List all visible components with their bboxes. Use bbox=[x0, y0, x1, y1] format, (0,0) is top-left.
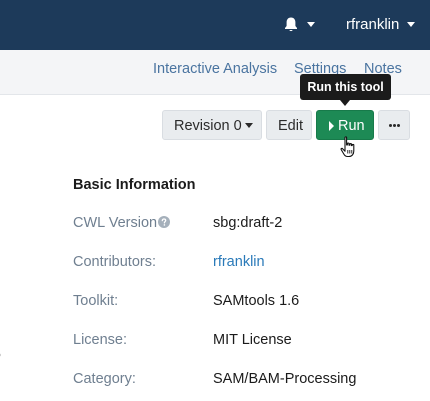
nav-link-settings[interactable]: Settings bbox=[294, 61, 347, 77]
notifications-caret-down-icon[interactable] bbox=[307, 22, 315, 27]
toolkit-value: SAMtools 1.6 bbox=[213, 293, 300, 309]
clipped-content-fragment bbox=[0, 353, 1, 357]
nav-link-interactive-analysis[interactable]: Interactive Analysis bbox=[153, 61, 278, 77]
hand-pointer-cursor-icon bbox=[340, 136, 355, 158]
edit-label: Edit bbox=[278, 118, 303, 134]
revision-caret-down-icon bbox=[245, 123, 253, 128]
edit-button[interactable]: Edit bbox=[266, 110, 312, 140]
revision-label: Revision 0 bbox=[174, 118, 242, 134]
help-icon[interactable] bbox=[158, 216, 170, 228]
more-options-button[interactable] bbox=[378, 110, 410, 140]
run-button[interactable]: Run bbox=[316, 110, 374, 140]
nav-link-notes[interactable]: Notes bbox=[364, 61, 402, 77]
contributor-link[interactable]: rfranklin bbox=[213, 254, 265, 270]
sub-navbar bbox=[0, 50, 430, 95]
cwl-version-label: CWL Version bbox=[73, 215, 158, 231]
ellipsis-dot bbox=[389, 124, 392, 127]
category-label: Category: bbox=[73, 371, 136, 387]
bell-icon[interactable] bbox=[284, 17, 298, 32]
license-value: MIT License bbox=[213, 332, 292, 348]
ellipsis-dot bbox=[397, 124, 400, 127]
top-navbar: rfranklin bbox=[0, 0, 430, 50]
contributors-label: Contributors: bbox=[73, 254, 157, 270]
ellipsis-dot bbox=[393, 124, 396, 127]
toolkit-label: Toolkit: bbox=[73, 293, 119, 309]
basic-information-heading: Basic Information bbox=[73, 177, 196, 193]
category-value: SAM/BAM-Processing bbox=[213, 371, 357, 387]
user-menu-caret-down-icon[interactable] bbox=[407, 22, 415, 27]
cwl-version-value: sbg:draft-2 bbox=[213, 215, 283, 231]
run-tooltip: Run this tool bbox=[300, 74, 391, 100]
play-icon bbox=[329, 121, 334, 131]
run-tooltip-arrow bbox=[340, 100, 350, 106]
user-menu-name[interactable]: rfranklin bbox=[346, 16, 400, 33]
license-label: License: bbox=[73, 332, 128, 348]
revision-dropdown-button[interactable]: Revision 0 bbox=[162, 110, 262, 140]
run-label: Run bbox=[338, 118, 365, 134]
